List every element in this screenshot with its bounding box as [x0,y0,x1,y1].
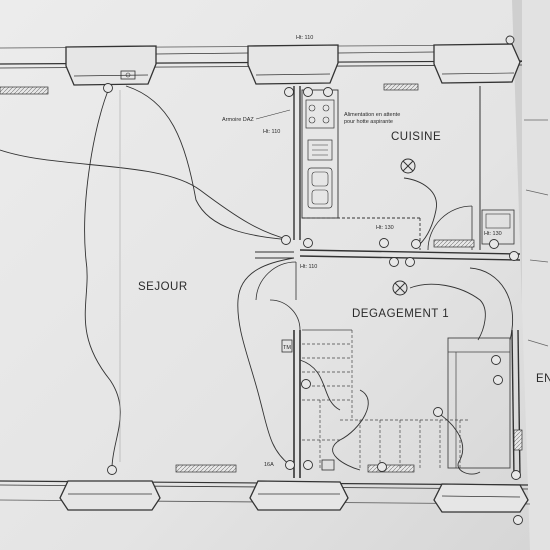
light-cuisine [400,158,416,174]
room-sejour: SEJOUR [138,281,188,293]
gaine-label: TM [283,345,291,351]
outlet-top-right [505,35,515,45]
socket-note: 16A [264,462,274,468]
kitchen-counter [301,89,421,250]
second-page-lines [524,119,549,347]
wiring [0,85,514,475]
paper [0,0,530,550]
bottom-wall [0,464,531,513]
switch-box [321,459,335,471]
top-wall [0,43,523,95]
ht-kitchen-label: Ht: 110 [263,129,280,135]
alimentation-label-1: Alimentation en attente [344,112,400,118]
interior-walls [255,86,521,479]
right-panel [513,429,523,451]
light-degagement [392,280,408,296]
alimentation-label-2: pour hotte aspirante [344,119,393,125]
ht-counter-label: Ht: 130 [376,225,394,231]
ht-top-label: Ht: 110 [296,35,313,41]
room-partial: EN [536,373,550,385]
room-degagement: DEGAGEMENT 1 [352,308,449,320]
room-cuisine: CUISINE [391,131,441,143]
gaine-box [281,339,293,353]
outlets [103,83,523,525]
ht-right-label: Ht: 130 [484,231,502,237]
armoire-label: Armoire DAZ [222,117,254,123]
armoire-leader [255,109,291,120]
light-fixtures [392,158,416,296]
ht-passage-label: Ht: 110 [300,264,317,270]
